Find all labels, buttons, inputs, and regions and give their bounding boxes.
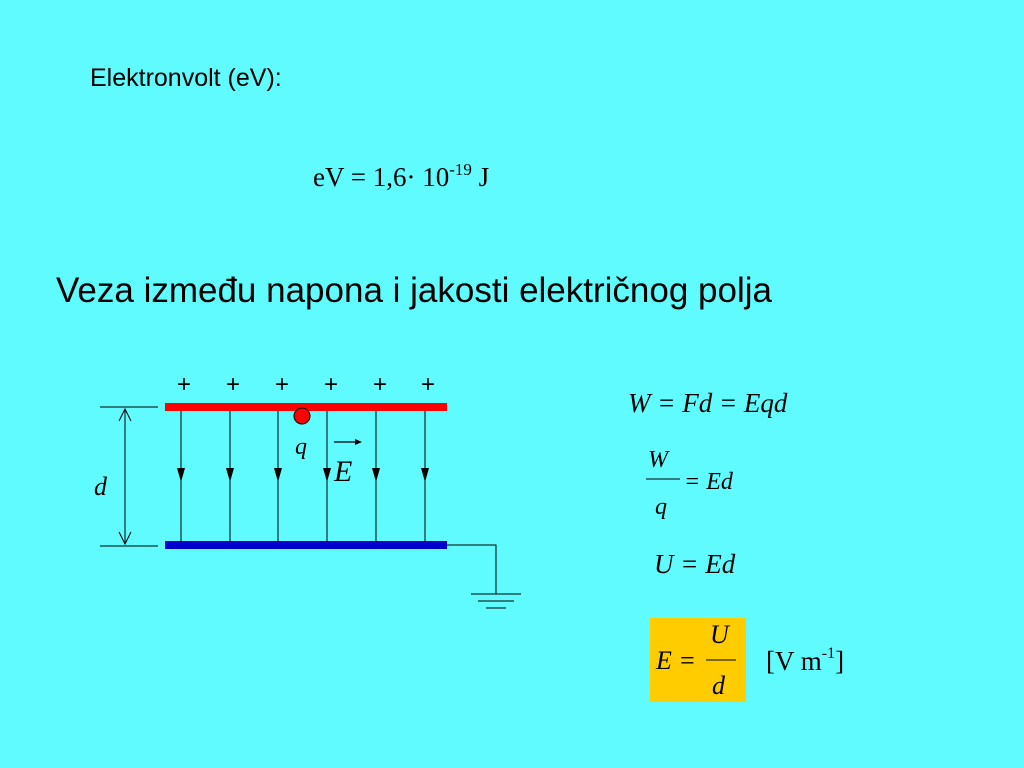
dimension-arrow-top xyxy=(118,407,132,422)
fraction-rhs: = Ed xyxy=(684,469,733,495)
boxed-numerator: U xyxy=(710,620,729,649)
ev-formula-exponent: -19 xyxy=(449,160,472,179)
plus-sign: + xyxy=(421,371,435,398)
fraction-denominator: q xyxy=(655,494,667,520)
charge-label: q xyxy=(295,434,307,460)
ground-wire xyxy=(447,544,497,594)
boxed-denominator: d xyxy=(712,671,725,700)
field-line-arrow xyxy=(372,468,380,482)
work-equation: W = Fd = Eqd xyxy=(628,388,788,418)
field-unit: [V m-1] xyxy=(766,645,845,677)
unit-exponent: -1 xyxy=(821,645,836,662)
main-heading: Veza između napona i jakosti električnog… xyxy=(56,271,772,310)
unit-close: ] xyxy=(835,646,845,676)
boxed-lhs: E = xyxy=(656,646,696,675)
field-vector-arrow-head xyxy=(355,439,362,445)
highlight-box xyxy=(650,618,746,702)
plus-sign: + xyxy=(177,371,191,398)
field-label: E xyxy=(333,455,352,488)
field-line-arrow xyxy=(226,468,234,482)
charge-icon xyxy=(293,407,311,425)
field-line-arrow xyxy=(323,468,331,482)
distance-label: d xyxy=(94,472,108,501)
dimension-arrow-bottom xyxy=(118,531,132,546)
field-lines xyxy=(177,410,429,543)
plus-sign: + xyxy=(324,371,338,398)
electronvolt-heading: Elektronvolt (eV): xyxy=(90,64,282,92)
field-line-arrow xyxy=(274,468,282,482)
fraction-numerator: W xyxy=(648,447,668,473)
field-line-arrow xyxy=(421,468,429,482)
plus-sign: + xyxy=(226,371,240,398)
positive-plate xyxy=(165,403,447,411)
negative-plate xyxy=(165,541,447,549)
plus-sign: + xyxy=(373,371,387,398)
ev-formula-base: eV = 1,6· 10 xyxy=(313,162,450,192)
unit-base: [V m xyxy=(766,646,822,676)
plus-sign: + xyxy=(275,371,289,398)
voltage-equation: U = Ed xyxy=(654,549,736,579)
electronvolt-formula: eV = 1,6· 10-19 J xyxy=(313,160,490,193)
field-line-arrow xyxy=(177,468,185,482)
ev-formula-unit: J xyxy=(471,162,490,192)
